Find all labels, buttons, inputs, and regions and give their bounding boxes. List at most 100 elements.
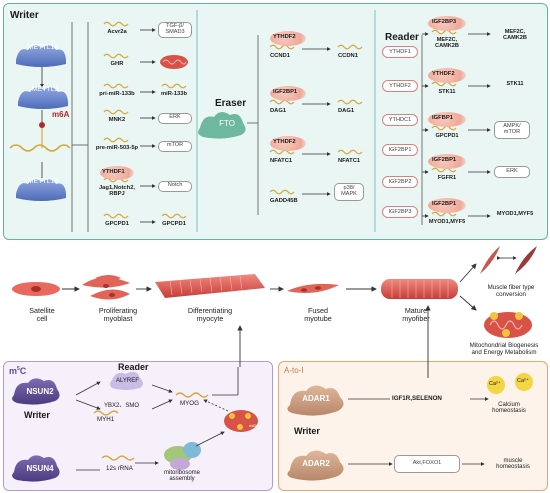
eraser-rna-0 xyxy=(269,44,295,50)
reader-rna-4 xyxy=(431,211,457,217)
writer-to-2: miR-133b xyxy=(160,91,188,97)
reader-rna-0 xyxy=(431,29,457,35)
reader-blob-4 xyxy=(428,198,466,213)
eraser-rna-3 xyxy=(269,189,295,195)
myog-label: MYOG xyxy=(180,400,199,407)
mitoribosome-label: mitoribosome assembly xyxy=(163,470,200,483)
mtdna-label: mtDNA xyxy=(249,423,262,428)
eraser-title: Eraser xyxy=(215,98,247,109)
ybx2-smo-label: YBX2、SMO xyxy=(104,403,140,409)
writer-rna-2 xyxy=(103,83,129,89)
ca-ion-1: Ca²⁺ xyxy=(489,381,501,387)
writer-rna-6 xyxy=(103,213,129,219)
writer-from-6: GPCPD1 xyxy=(105,221,129,227)
eraser-reader-blob-1 xyxy=(270,86,306,101)
eraser-to-1: DAG1 xyxy=(338,108,355,114)
eraser-reader-1: IGF2BP1 xyxy=(273,89,298,95)
reader-to-4: MYOD1,MYF5 xyxy=(496,211,534,217)
reader-target-3: FGFR1 xyxy=(437,175,457,181)
eraser-rna-2 xyxy=(269,149,295,155)
eraser-to-0: CCDN1 xyxy=(338,53,358,59)
reader-name-4: IGF2BP1 xyxy=(432,201,457,207)
reader-name-0: IGF2BP3 xyxy=(432,19,457,25)
eraser-reader-blob-0 xyxy=(270,31,306,46)
rrna-label: 12s rRNA xyxy=(106,465,133,472)
eraser-target-2: NFATC1 xyxy=(270,158,293,164)
adar1-label: ADAR1 xyxy=(302,394,330,403)
mettl3-label: METTL3 xyxy=(31,86,59,93)
eraser-reader-0: YTHDF2 xyxy=(273,34,296,40)
reader-target-4: MYOD1,MYF5 xyxy=(428,219,466,225)
atoi-writer-title: Writer xyxy=(294,426,320,436)
reader-blob-3 xyxy=(428,154,466,169)
reader-blob-0 xyxy=(428,16,466,31)
eraser-reader-2: YTHDF2 xyxy=(273,139,296,145)
m5c-title: m5C xyxy=(9,366,27,376)
reader-pill-5: IGF2BP3 xyxy=(382,206,418,218)
outcome-mitochondrial: Mitochondrial Biogenesis and Energy Meta… xyxy=(469,342,539,357)
eraser-target-rna-2 xyxy=(337,149,363,155)
m5c-reader-title: Reader xyxy=(118,362,149,372)
writer-rna-0 xyxy=(103,21,129,27)
reader-pill-1: YTHDF2 xyxy=(382,80,418,92)
stage-label-2: Differentiating myocyte xyxy=(187,306,233,324)
eraser-to-3: p38/ MAPK xyxy=(334,183,364,201)
m5c-writer-title: Writer xyxy=(24,410,50,420)
writer-from-5: Jag1,Notch2, RBPJ xyxy=(98,185,136,198)
reader-target-1: STK11 xyxy=(438,89,456,95)
writer-rna-1 xyxy=(103,53,129,59)
ghr-mito-icon xyxy=(160,55,188,69)
writer-to-5: Notch xyxy=(158,180,192,192)
stage-label-1: Proliferating myoblast xyxy=(98,306,138,324)
mettl16-label: METTL16 xyxy=(27,178,59,185)
reader-target-0: MEF2C, CAMK2B xyxy=(435,37,459,49)
eraser-target-rna-1 xyxy=(337,99,363,105)
reader-to-0: MEF2C, CAMK2B xyxy=(503,29,527,41)
fto-label: FTO xyxy=(219,119,235,128)
reader-title: Reader xyxy=(385,32,419,43)
reader-rna-1 xyxy=(431,81,457,87)
writer-from-2: pri-miR-133b xyxy=(99,91,135,97)
eraser-target-0: CCND1 xyxy=(270,53,290,59)
writer-reader-blob-5 xyxy=(100,166,134,180)
reader-pill-3: IGF2BP1 xyxy=(382,144,418,156)
writer-from-1: GHR xyxy=(110,61,124,67)
ca-ion-2: Ca²⁺ xyxy=(517,378,529,384)
writer-rna-4 xyxy=(103,137,129,143)
reader-rna-3 xyxy=(431,167,457,173)
stage-label-3: Fused myotube xyxy=(304,306,332,324)
atoi-title: A-to-I xyxy=(284,366,304,375)
adar2-label: ADAR2 xyxy=(302,459,330,468)
calcium-label: Calcium homeostasis xyxy=(492,402,526,415)
mettl3-shape xyxy=(18,87,68,109)
reader-blob-2 xyxy=(428,112,466,127)
writer-target-rna-2 xyxy=(161,83,187,89)
writer-from-0: Acvr2a xyxy=(107,29,127,35)
nsun4-label: NSUN4 xyxy=(26,464,54,473)
nsun2-label: NSUN2 xyxy=(26,387,54,396)
writer-target-rna-6 xyxy=(161,213,187,219)
reader-to-2: AMPK/ mTOR xyxy=(494,121,530,139)
reader-target-2: GPCPD1 xyxy=(435,133,459,139)
writer-title: Writer xyxy=(10,10,39,21)
igf1r-selenon-label: IGF1R,SELENON xyxy=(392,395,442,402)
muscle-homeostasis-label: muscle homeostasis xyxy=(496,458,530,471)
mettl16-shape xyxy=(16,179,66,201)
mettl14-shape xyxy=(16,45,66,67)
reader-pill-2: YTHDC1 xyxy=(382,114,418,126)
writer-to-3: ERK xyxy=(158,112,192,124)
m6a-label: m6A xyxy=(52,110,70,119)
eraser-reader-blob-2 xyxy=(270,136,306,151)
writer-to-4: mTOR xyxy=(158,140,192,152)
reader-pill-0: YTHDF1 xyxy=(382,46,418,58)
reader-name-2: IGFBP1 xyxy=(432,115,453,121)
reader-to-3: ERK xyxy=(494,166,530,178)
stage-label-4: Mature myofiber xyxy=(402,306,430,324)
myh1-label: MYH1 xyxy=(97,416,115,423)
stage-label-0: Satellite cell xyxy=(29,306,55,324)
akt-foxo1-pill: Akt,FOXO1 xyxy=(394,455,460,473)
reader-name-1: YTHDF2 xyxy=(432,71,455,77)
eraser-target-rna-0 xyxy=(337,44,363,50)
reader-to-1: STK11 xyxy=(506,81,524,87)
